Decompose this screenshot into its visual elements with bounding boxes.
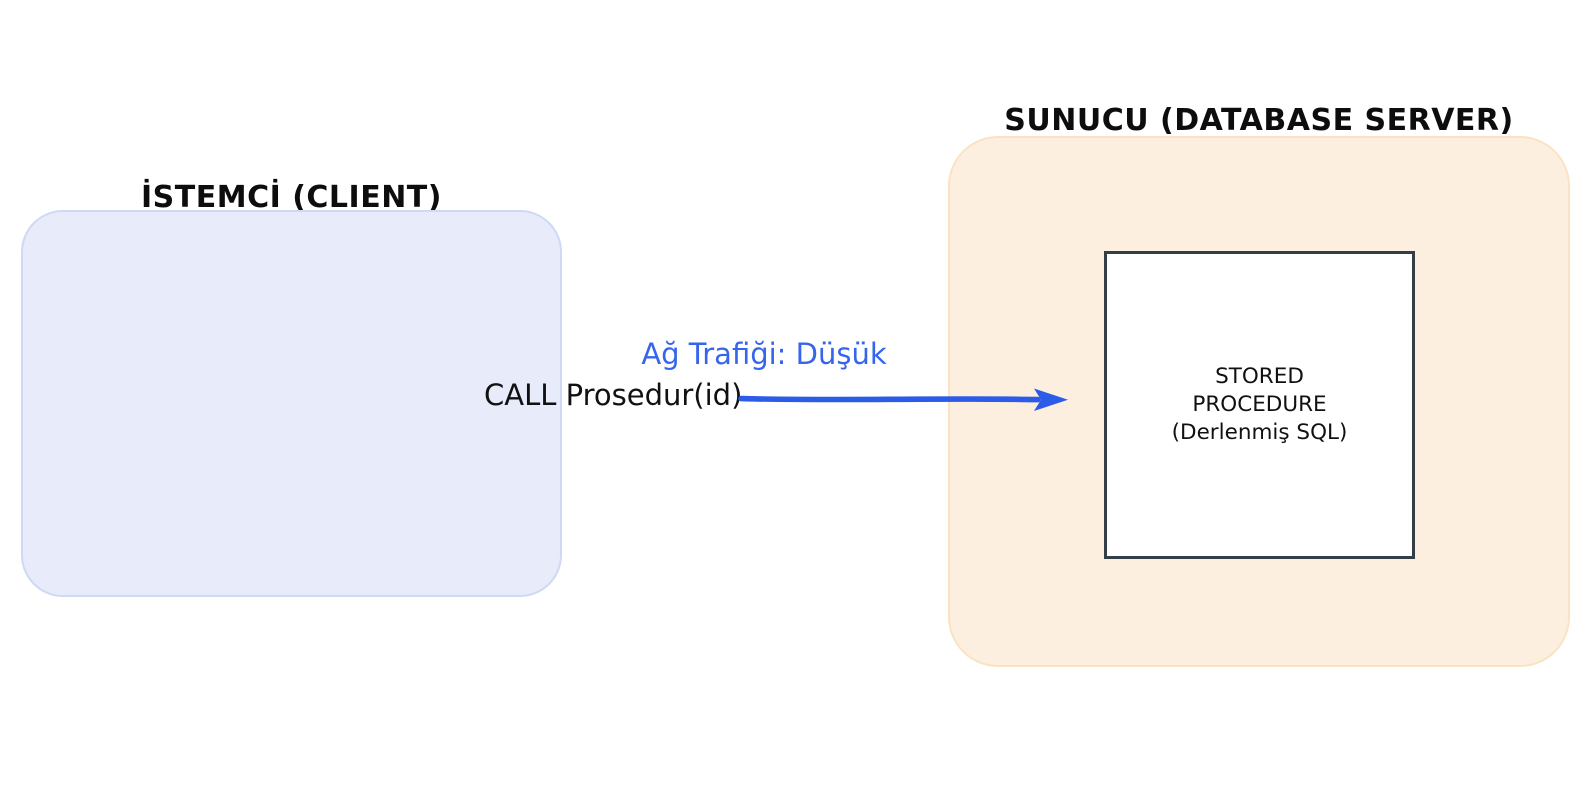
stored-procedure-line: PROCEDURE — [1192, 392, 1327, 417]
server-title: SUNUCU (DATABASE SERVER) — [1004, 103, 1514, 138]
stored-procedure-line: STORED — [1215, 364, 1304, 389]
network-traffic-label: Ağ Trafiği: Düşük — [641, 337, 887, 371]
stored-procedure-box: STORED PROCEDURE (Derlenmiş SQL) — [1104, 251, 1415, 559]
stored-procedure-line: (Derlenmiş SQL) — [1171, 420, 1348, 445]
client-title: İSTEMCİ (CLIENT) — [141, 180, 442, 215]
call-label: CALL Prosedur(id) — [484, 378, 743, 412]
client-box — [21, 210, 562, 597]
